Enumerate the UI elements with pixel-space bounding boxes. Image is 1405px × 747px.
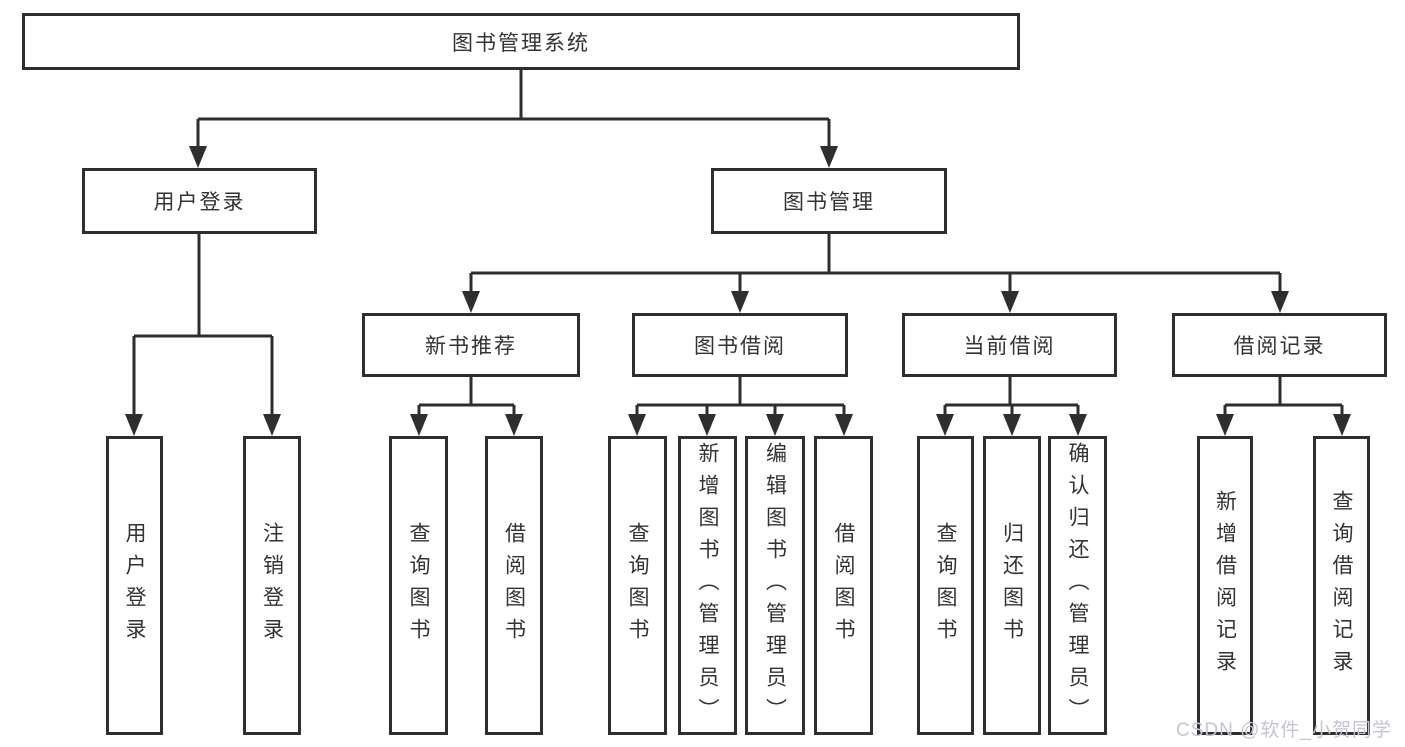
leaf-add-borrow-record: 新增借阅记录 — [1197, 436, 1253, 735]
connector-current-to-leaves — [943, 376, 1080, 420]
node-user-login: 用户登录 — [82, 168, 317, 234]
arrowhead — [125, 414, 143, 436]
leaf-label: 确认归还（管理员） — [1066, 441, 1089, 730]
leaf-label: 新增借阅记录 — [1213, 489, 1237, 682]
leaf-add-books-admin: 新增图书（管理员） — [678, 436, 737, 735]
node-borrowing-records: 借阅记录 — [1172, 313, 1387, 377]
leaf-label: 借阅图书 — [502, 521, 526, 650]
leaf-label: 查询借阅记录 — [1330, 489, 1353, 682]
leaf-label: 查询图书 — [934, 521, 957, 650]
arrowhead — [410, 414, 428, 436]
leaf-logout: 注销登录 — [243, 436, 301, 735]
arrowhead — [835, 414, 853, 436]
leaf-label: 编辑图书（管理员） — [763, 441, 787, 730]
arrowhead — [731, 291, 749, 313]
leaf-label: 新增图书（管理员） — [696, 441, 719, 730]
arrowhead — [1216, 414, 1234, 436]
leaf-query-books-current: 查询图书 — [917, 436, 974, 735]
arrowhead — [936, 414, 954, 436]
connector-userlogin-to-leaves — [132, 233, 274, 418]
leaf-user-login: 用户登录 — [106, 436, 163, 735]
leaf-return-books: 归还图书 — [983, 436, 1041, 735]
connector-records-to-leaves — [1223, 376, 1344, 420]
leaf-borrow-books: 借阅图书 — [814, 436, 873, 735]
arrowhead — [1333, 414, 1351, 436]
connector-recommend-to-leaves — [417, 376, 516, 420]
leaf-confirm-return-admin: 确认归还（管理员） — [1048, 436, 1107, 735]
connector-bookmgmt-to-level3 — [469, 233, 1282, 295]
leaf-label: 用户登录 — [123, 521, 146, 650]
arrowhead — [189, 146, 207, 168]
leaf-label: 借阅图书 — [832, 521, 855, 650]
leaf-borrow-books-recommend: 借阅图书 — [485, 436, 543, 735]
arrowhead — [1271, 291, 1289, 313]
arrowhead — [462, 291, 480, 313]
arrowhead — [263, 414, 281, 436]
csdn-watermark: CSDN @软件_小贺同学 — [1176, 720, 1392, 741]
arrowhead — [1003, 414, 1021, 436]
arrowhead — [1001, 291, 1019, 313]
arrowhead — [698, 414, 716, 436]
leaf-label: 注销登录 — [260, 521, 284, 650]
arrowhead — [505, 414, 523, 436]
node-book-management: 图书管理 — [711, 168, 947, 234]
leaf-label: 归还图书 — [1000, 521, 1024, 650]
arrowhead — [1069, 414, 1087, 436]
arrowhead — [628, 414, 646, 436]
arrowhead — [766, 414, 784, 436]
connector-strokes — [132, 69, 1344, 420]
node-current-borrowing: 当前借阅 — [902, 313, 1117, 377]
leaf-query-books-borrow: 查询图书 — [608, 436, 667, 735]
arrowhead — [820, 146, 838, 168]
node-book-borrowing: 图书借阅 — [632, 313, 848, 377]
arrowheads — [125, 146, 1351, 436]
node-new-book-recommendation: 新书推荐 — [362, 313, 580, 377]
leaf-label: 查询图书 — [407, 521, 430, 650]
leaf-query-books-recommend: 查询图书 — [389, 436, 448, 735]
connector-root-to-level2 — [196, 69, 831, 150]
leaf-label: 查询图书 — [626, 521, 649, 650]
leaf-query-borrow-record: 查询借阅记录 — [1313, 436, 1370, 735]
connector-borrow-to-leaves — [635, 376, 846, 420]
node-library-management-system: 图书管理系统 — [22, 13, 1020, 70]
leaf-edit-books-admin: 编辑图书（管理员） — [745, 436, 805, 735]
